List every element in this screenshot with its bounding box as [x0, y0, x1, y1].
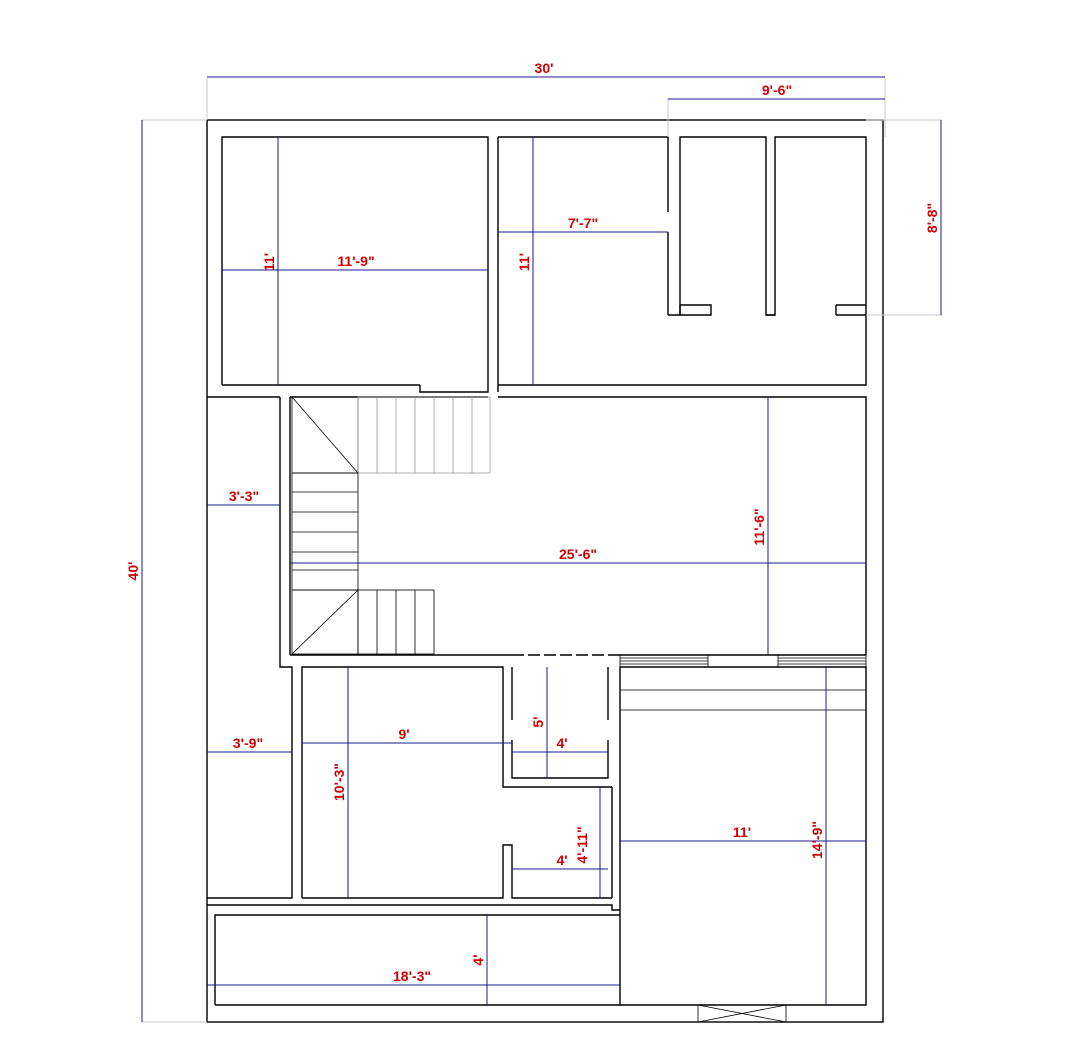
dim-front-mid-room-depth: 11'	[516, 253, 532, 271]
dim-bath-depth: 5'	[530, 716, 546, 727]
dim-wc-block-depth: 8'-8"	[924, 203, 940, 233]
dim-rear-strip-depth: 4'	[470, 954, 486, 965]
vent-hatching	[619, 654, 867, 668]
outer-wall-outer	[206, 119, 884, 1023]
dim-rear-right-room-depth: 14'-9"	[809, 821, 825, 859]
dim-bedroom-width: 9'	[398, 726, 409, 742]
dim-hall-depth: 11'-6"	[751, 508, 767, 545]
dim-left-passage-lower: 3'-9"	[233, 735, 263, 751]
dim-toilet-width: 4'	[556, 852, 567, 868]
dim-bedroom-depth: 10'-3"	[331, 763, 347, 801]
dim-bath-width: 4'	[556, 735, 567, 751]
dim-hall-width: 25'-6"	[559, 546, 597, 562]
dim-overall-depth: 40'	[125, 562, 141, 581]
dim-front-left-room-depth: 11'	[261, 253, 277, 271]
dim-rear-right-room-width: 11'	[733, 824, 751, 840]
dimension-labels: 30' 9'-6" 8'-8" 40' 11'-9" 11' 7'-7" 11'…	[125, 60, 940, 984]
dim-front-mid-room-width: 7'-7"	[568, 215, 598, 231]
dim-wc-block-width: 9'-6"	[762, 82, 792, 98]
dim-toilet-depth: 4'-11"	[574, 826, 590, 863]
staircase	[291, 396, 491, 655]
dimension-lines	[141, 76, 942, 1022]
walls	[206, 119, 884, 1023]
front-left-room-wall	[221, 136, 489, 385]
dim-overall-width: 30'	[535, 60, 554, 76]
dim-rear-strip-width: 18'-3"	[393, 968, 431, 984]
extension-lines	[142, 78, 942, 1023]
dim-front-left-room-width: 11'-9"	[337, 253, 374, 269]
gate-symbol	[697, 1004, 787, 1023]
dim-left-passage-upper: 3'-3"	[229, 488, 259, 504]
